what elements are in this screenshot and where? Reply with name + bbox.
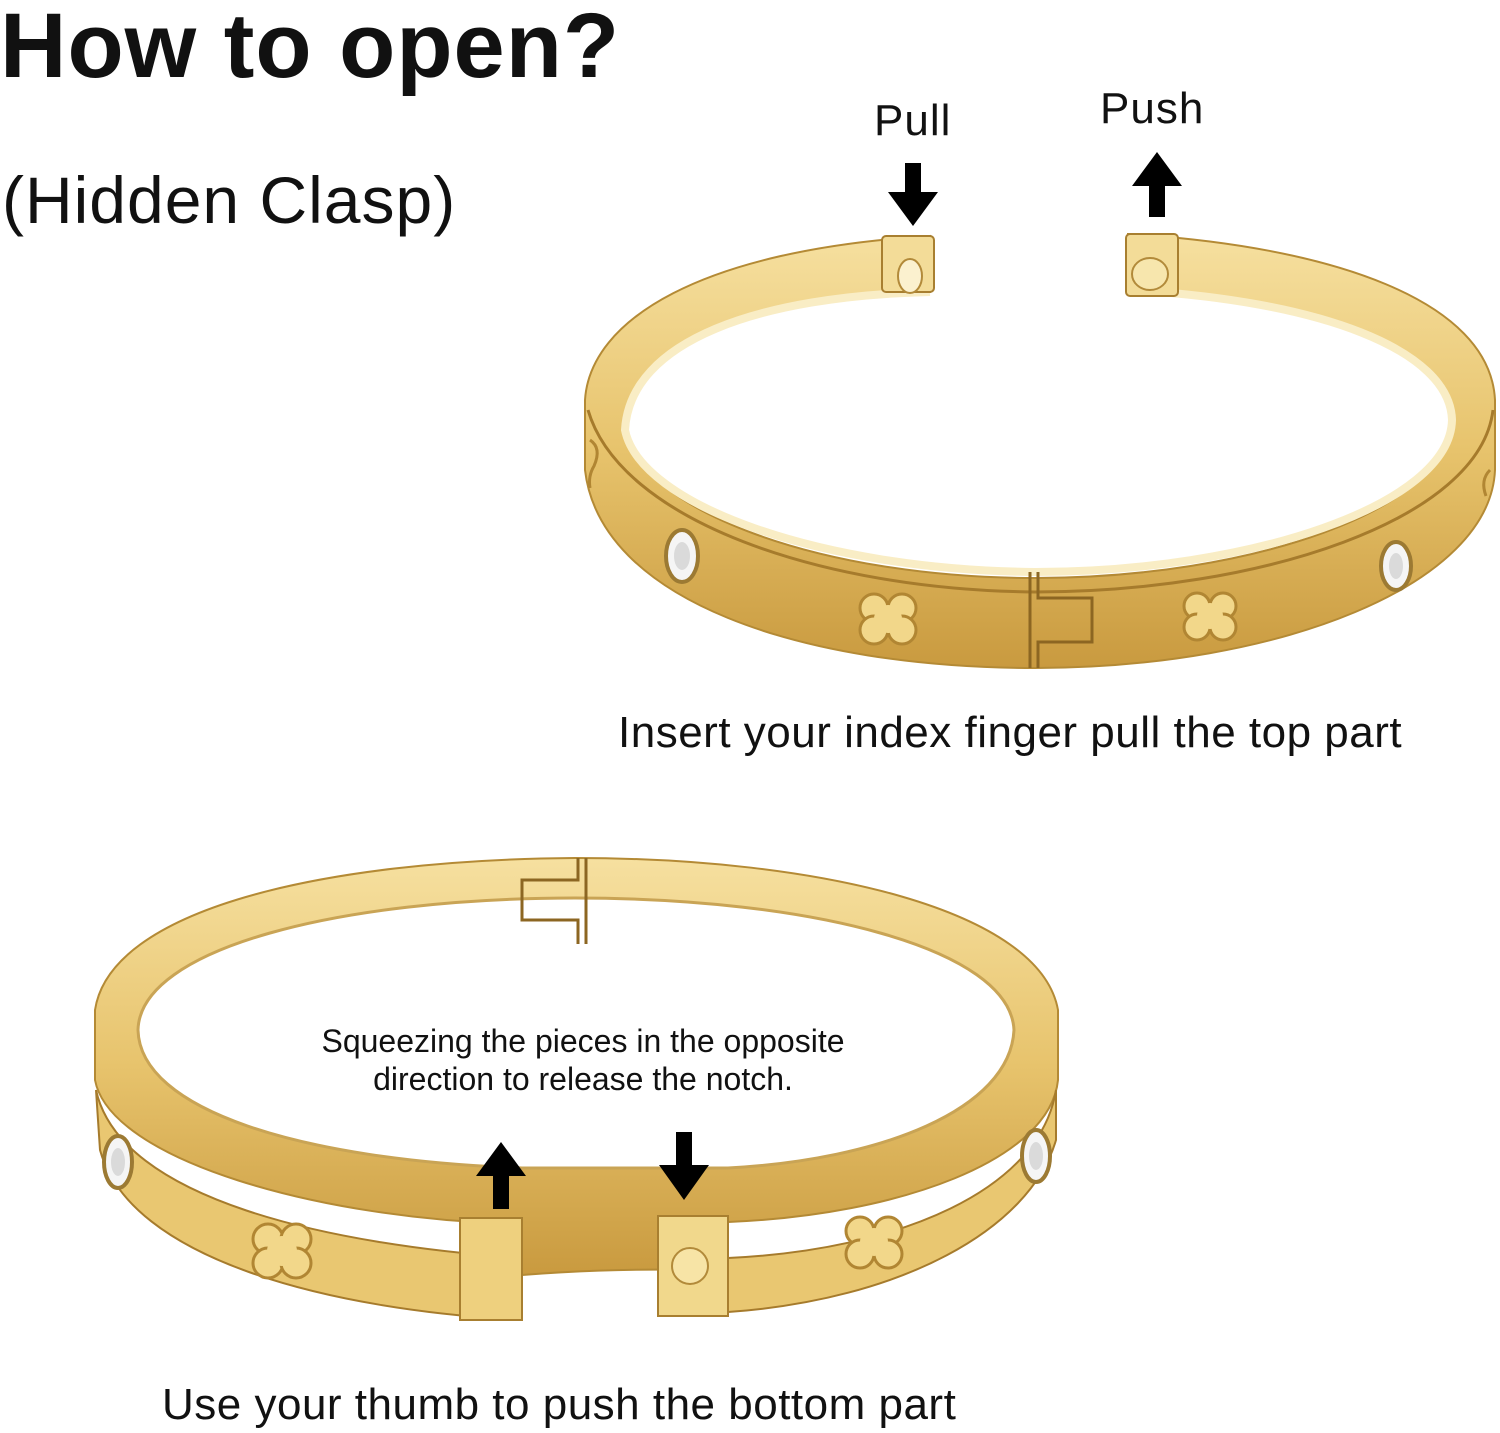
bracelet-top-band bbox=[584, 232, 1496, 670]
gem-icon bbox=[664, 528, 700, 584]
gem-icon bbox=[102, 1134, 134, 1190]
clover-icon bbox=[251, 1222, 313, 1280]
bracelet-bottom bbox=[94, 856, 1059, 1322]
arrow-down-icon bbox=[659, 1132, 709, 1200]
push-label: Push bbox=[1100, 84, 1205, 133]
step1-caption: Insert your index finger pull the top pa… bbox=[618, 708, 1403, 757]
step2-note-line2: direction to release the notch. bbox=[373, 1061, 793, 1097]
arrow-down-icon bbox=[888, 163, 938, 226]
gem-icon bbox=[1379, 540, 1413, 592]
clover-icon bbox=[858, 592, 918, 646]
step2-note: Squeezing the pieces in the opposite dir… bbox=[283, 1022, 883, 1098]
clover-icon bbox=[844, 1215, 904, 1270]
gem-icon bbox=[1020, 1128, 1052, 1184]
step2-caption: Use your thumb to push the bottom part bbox=[162, 1380, 957, 1429]
clover-icon bbox=[1182, 591, 1238, 642]
pull-label: Pull bbox=[874, 96, 952, 145]
step2-note-line1: Squeezing the pieces in the opposite bbox=[321, 1023, 845, 1059]
bracelet-top-inner bbox=[620, 286, 1457, 577]
bracelet-top bbox=[584, 232, 1496, 670]
arrow-up-icon bbox=[476, 1142, 526, 1209]
page-title: How to open? bbox=[0, 0, 621, 97]
page-subtitle: (Hidden Clasp) bbox=[2, 163, 457, 237]
arrow-up-icon bbox=[1132, 152, 1182, 217]
